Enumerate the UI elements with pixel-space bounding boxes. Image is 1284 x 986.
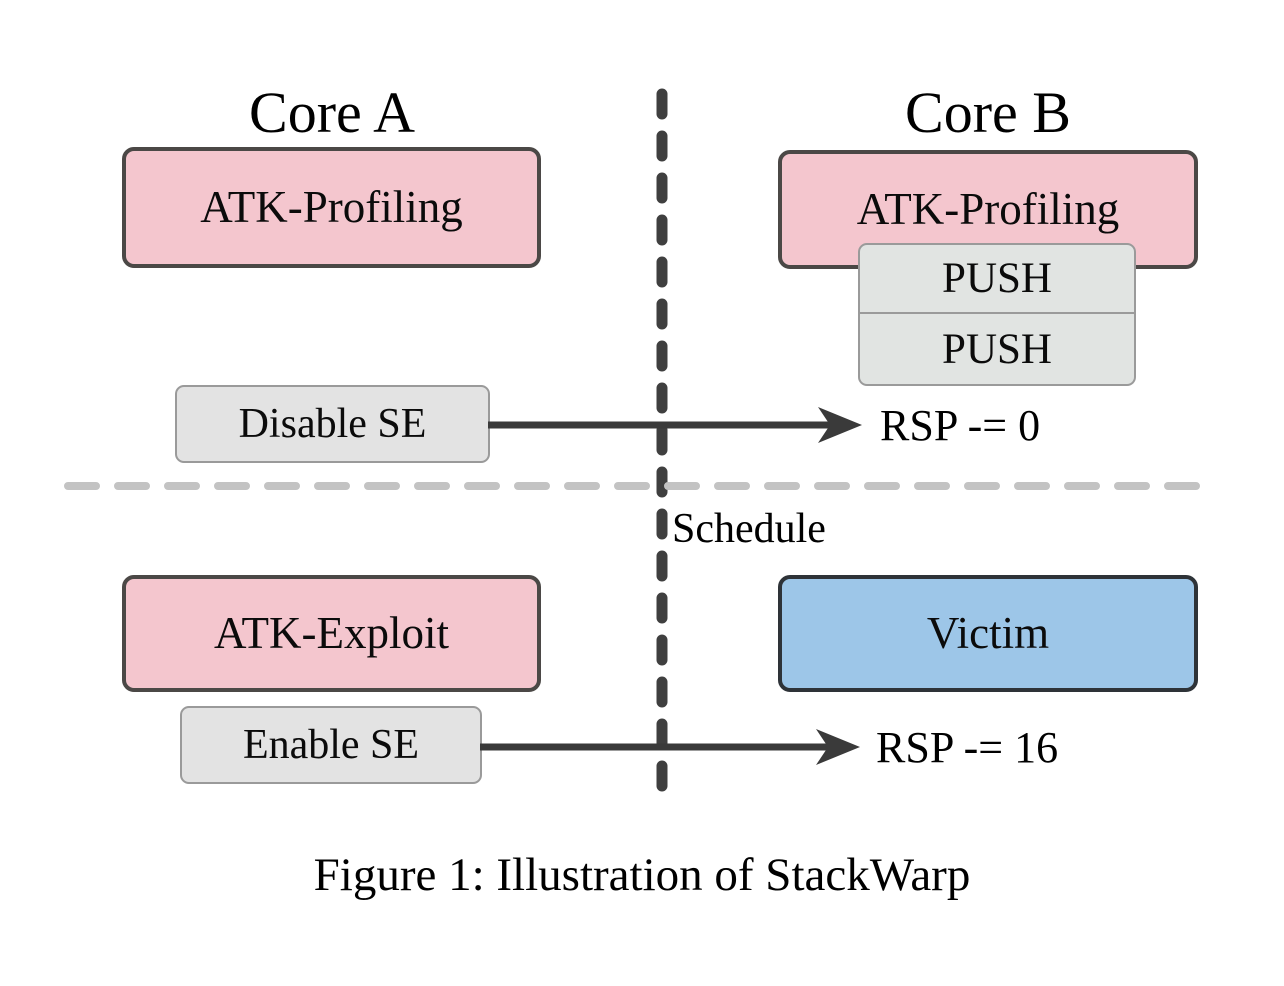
profiling-push-box-2[interactable]: PUSH xyxy=(858,314,1136,386)
profiling-push-label-1: PUSH xyxy=(942,255,1052,302)
profiling-left-process-box[interactable]: ATK-Profiling xyxy=(122,147,541,268)
exploit-enable-se-box[interactable]: Enable SE xyxy=(180,706,482,784)
exploit-left-process-label: ATK-Exploit xyxy=(214,608,449,658)
figure-caption: Figure 1: Illustration of StackWarp xyxy=(313,849,971,901)
profiling-push-label-2: PUSH xyxy=(942,325,1052,373)
vertical-dashed-divider xyxy=(656,88,668,792)
exploit-rsp-result-label: RSP -= 16 xyxy=(876,723,1059,772)
exploit-victim-label: Victim xyxy=(926,608,1050,658)
profiling-left-process-label: ATK-Profiling xyxy=(200,182,463,232)
exploit-right-process-box[interactable]: Victim xyxy=(778,575,1198,692)
profiling-push-box-1[interactable]: PUSH xyxy=(858,243,1136,314)
exploit-left-process-box[interactable]: ATK-Exploit xyxy=(122,575,541,692)
profiling-disable-se-label: Disable SE xyxy=(238,401,427,447)
profiling-schedule-arrow xyxy=(488,407,862,443)
core-a-title: Core A xyxy=(249,80,415,145)
profiling-disable-se-box[interactable]: Disable SE xyxy=(175,385,490,463)
exploit-enable-se-label: Enable SE xyxy=(242,722,420,768)
horizontal-dashed-divider xyxy=(64,482,1220,490)
profiling-right-process-label: ATK-Profiling xyxy=(856,184,1120,234)
profiling-rsp-result-label: RSP -= 0 xyxy=(880,401,1041,450)
schedule-label: Schedule xyxy=(672,506,826,552)
core-b-title: Core B xyxy=(905,80,1071,145)
exploit-schedule-arrow xyxy=(480,729,860,765)
